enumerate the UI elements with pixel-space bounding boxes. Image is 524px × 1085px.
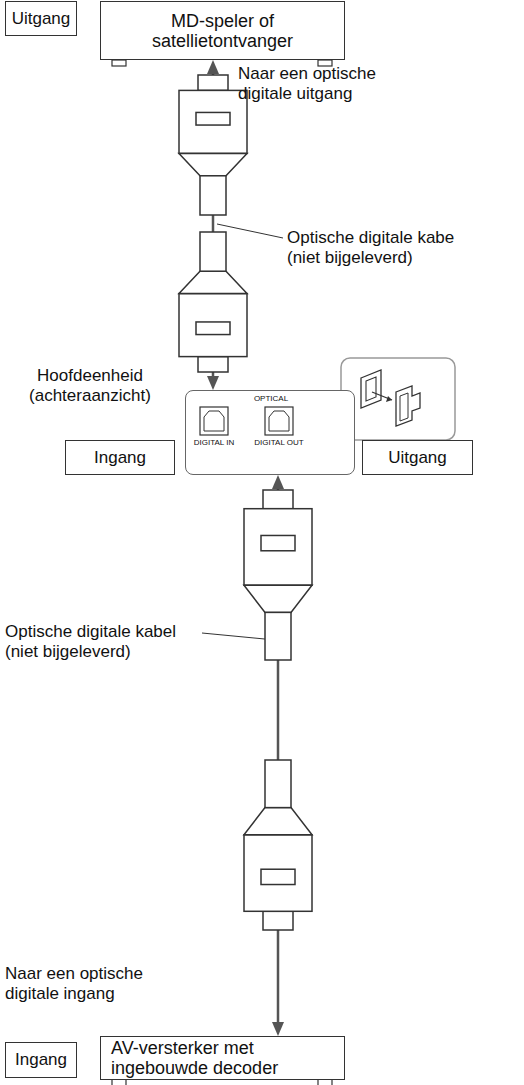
optical-jack: [200, 407, 228, 435]
socket-icon: [366, 377, 376, 401]
plug-tip: [263, 490, 293, 509]
leader-line: [202, 633, 275, 640]
main-unit-panel: OPTICAL DIGITAL IN DIGITAL OUT: [185, 390, 355, 475]
callout-inset: [341, 358, 455, 440]
cable-label: Optische digitale kabel (niet bijgelever…: [5, 622, 200, 662]
optical-jack: [269, 411, 289, 431]
protective-cap: [400, 393, 408, 421]
protective-cap: [396, 386, 420, 426]
box-label: Ingang: [10, 1050, 72, 1070]
plug-collar: [200, 232, 226, 271]
optical-jack: [265, 407, 293, 435]
plug-body: [179, 294, 247, 357]
cable-label: Optische digitale kabe (niet bijgeleverd…: [287, 228, 487, 268]
device-box: MD-speler of satellietontvanger: [100, 1, 345, 60]
device-box: Uitgang: [362, 440, 473, 475]
box-label: Ingang: [70, 448, 170, 468]
plug-window: [261, 869, 295, 884]
device-box: AV-versterker met ingebouwde decoder: [100, 1036, 345, 1080]
box-label: Uitgang: [367, 448, 468, 468]
box-label: Uitgang: [10, 9, 72, 29]
plug-body: [244, 509, 312, 586]
plug-window: [196, 112, 230, 125]
plug-window: [196, 322, 230, 335]
plug-body: [179, 90, 247, 153]
cable-plugs: [179, 75, 312, 930]
connector-label: OPTICAL: [186, 394, 356, 404]
plug-window: [261, 535, 295, 550]
panel-art: [186, 391, 354, 474]
plug-body: [244, 835, 312, 912]
device-box: Ingang: [5, 1042, 77, 1078]
optical-jack: [204, 411, 224, 431]
device-box: Uitgang: [5, 1, 77, 36]
plug-taper: [244, 585, 312, 612]
plug-tip: [198, 75, 228, 90]
device-foot: [112, 60, 126, 66]
plug-collar: [265, 760, 291, 808]
annotation-text: Hoofdeenheid (achteraanzicht): [0, 366, 180, 406]
leader-line: [217, 224, 283, 238]
connector-label: DIGITAL IN: [186, 438, 242, 448]
connector-label: DIGITAL OUT: [247, 438, 311, 448]
plug-collar: [265, 612, 291, 660]
plug-collar: [200, 176, 226, 215]
plug-taper: [179, 271, 247, 293]
plug-taper: [244, 808, 312, 835]
plug-taper: [179, 153, 247, 175]
removal-arrow: [386, 396, 392, 402]
device-box: Ingang: [65, 440, 175, 475]
plug-tip: [263, 911, 293, 930]
plug-tip: [198, 357, 228, 372]
box-label: MD-speler of satellietontvanger: [105, 11, 340, 51]
annotation-text: Naar een optische digitale ingang: [5, 964, 180, 1004]
socket-icon: [361, 370, 381, 408]
box-label: AV-versterker met ingebouwde decoder: [111, 1038, 340, 1078]
annotation-text: Naar een optische digitale uitgang: [238, 64, 413, 104]
